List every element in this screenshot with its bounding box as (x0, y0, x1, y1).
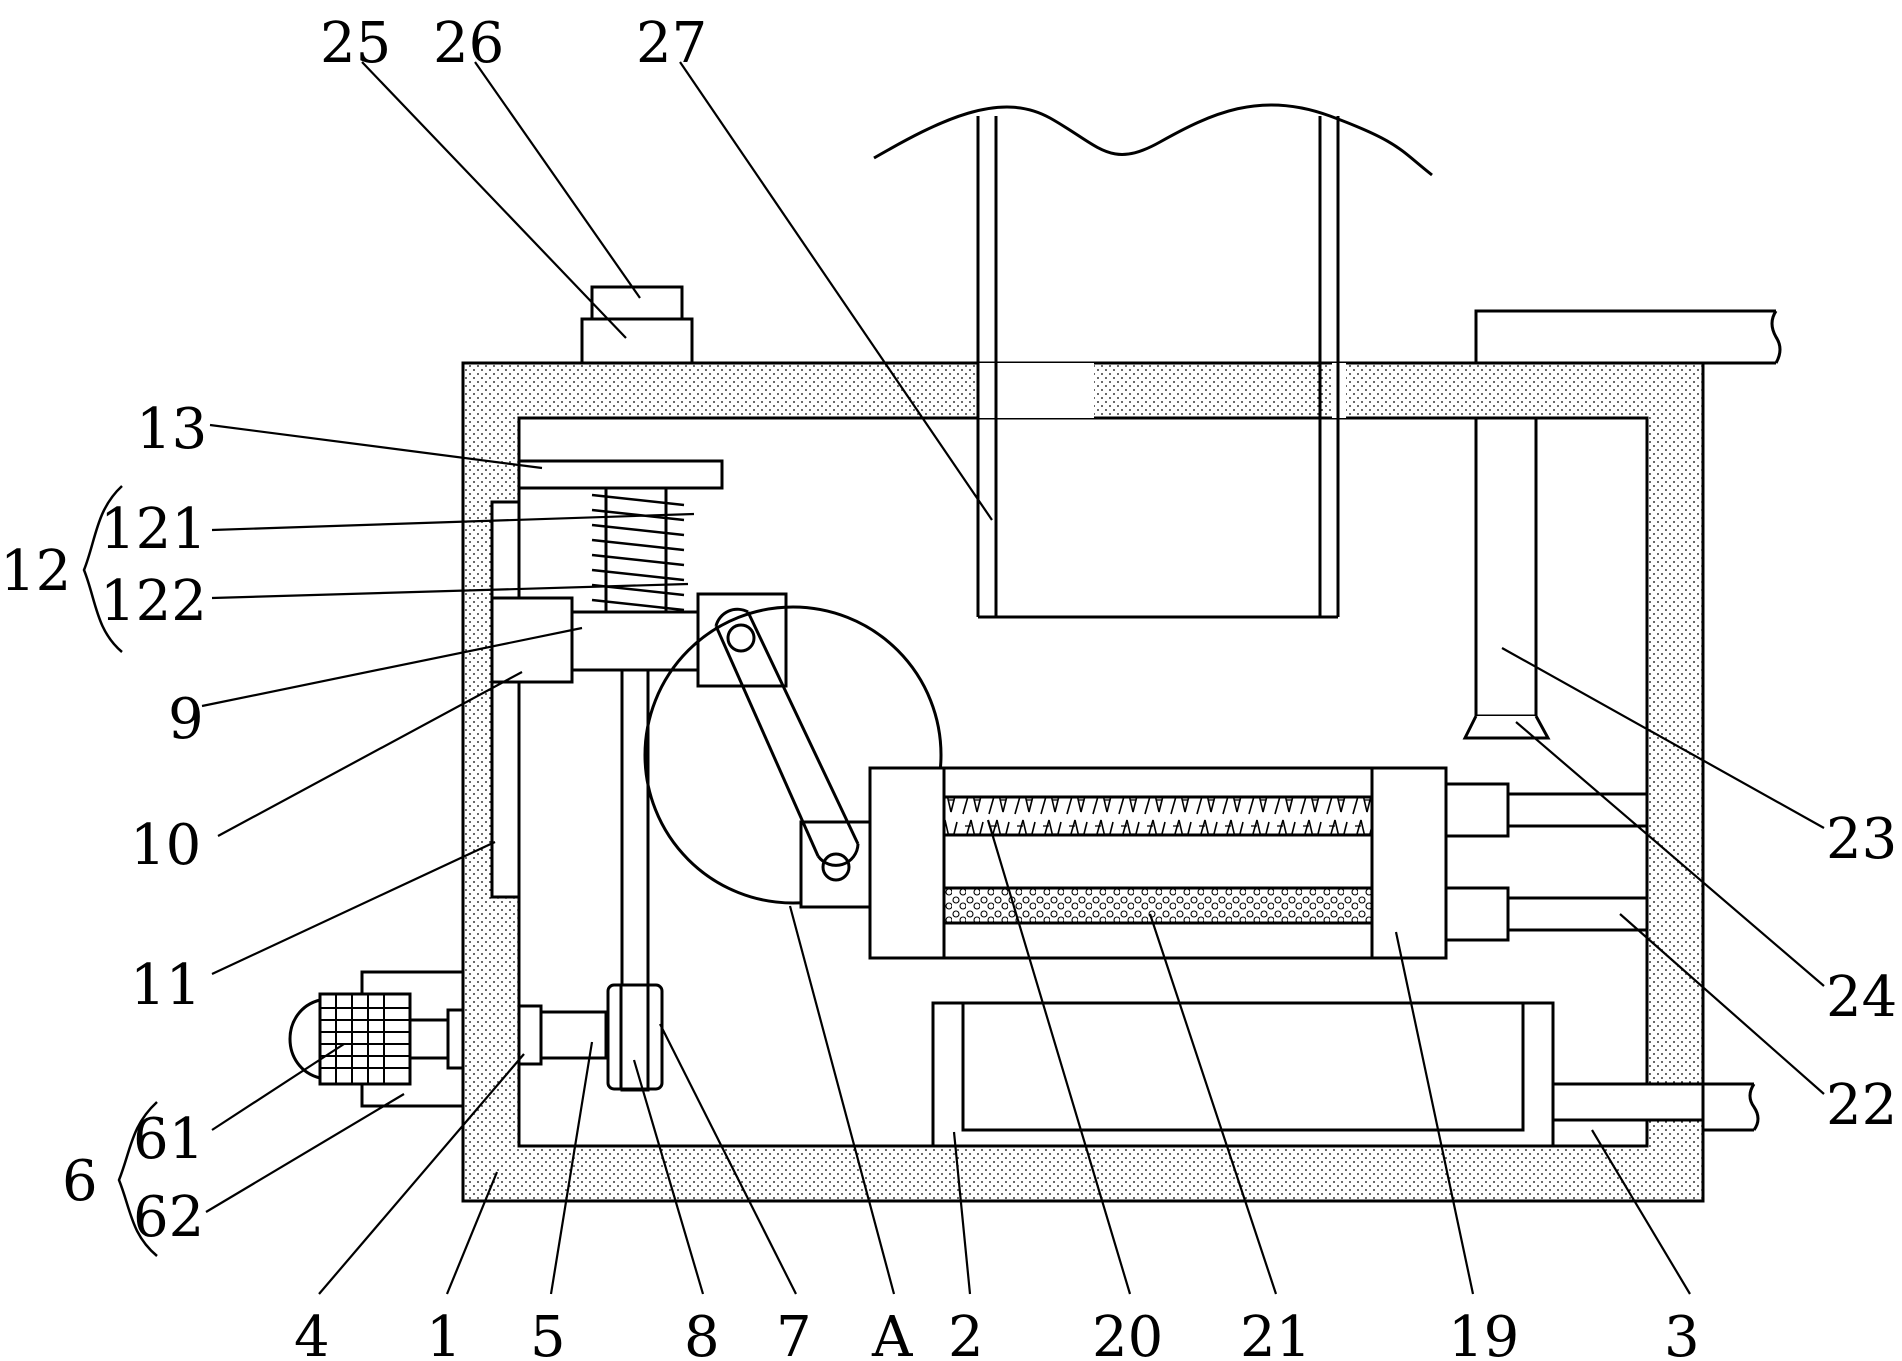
label-21: 21 (1240, 1305, 1311, 1361)
label-9: 9 (168, 687, 204, 752)
spray-pipe (1462, 416, 1551, 740)
label-A: A (871, 1305, 913, 1361)
leader-lines (201, 61, 1825, 1295)
label-10: 10 (130, 813, 201, 878)
outlet-pipe-bottom (1703, 1082, 1760, 1132)
label-61: 61 (133, 1107, 204, 1172)
label-25: 25 (320, 11, 391, 76)
label-121: 121 (100, 497, 207, 562)
drive-assembly (288, 970, 664, 1108)
detail-circle (643, 605, 943, 909)
label-6: 6 (62, 1149, 98, 1214)
label-3: 3 (1664, 1305, 1700, 1361)
drawing-lines (82, 61, 1825, 1295)
label-20: 20 (1092, 1305, 1163, 1361)
label-13: 13 (136, 397, 207, 462)
label-8: 8 (684, 1305, 720, 1361)
label-62: 62 (133, 1185, 204, 1250)
label-27: 27 (636, 11, 707, 76)
label-2: 2 (948, 1305, 984, 1361)
label-23: 23 (1826, 807, 1897, 872)
label-4: 4 (294, 1305, 330, 1361)
label-1: 1 (426, 1305, 462, 1361)
label-12: 12 (0, 539, 71, 604)
spring-assembly (517, 459, 724, 614)
label-7: 7 (776, 1305, 812, 1361)
outlet-pipe-top (1474, 309, 1782, 365)
label-24: 24 (1826, 965, 1897, 1030)
feed-hopper (873, 103, 1433, 619)
label-19: 19 (1448, 1305, 1519, 1361)
label-122: 122 (100, 569, 207, 634)
collection-tray (931, 1001, 1705, 1148)
brackets (82, 485, 158, 1257)
housing (461, 361, 1705, 1203)
label-11: 11 (130, 953, 201, 1018)
guide-rail (490, 500, 521, 899)
label-5: 5 (530, 1305, 566, 1361)
label-22: 22 (1826, 1073, 1897, 1138)
valve (580, 285, 694, 365)
labels: 25 26 27 13 121 12 122 9 10 11 61 6 62 4… (0, 11, 1897, 1361)
label-26: 26 (433, 11, 504, 76)
filter-frame (868, 766, 1649, 960)
